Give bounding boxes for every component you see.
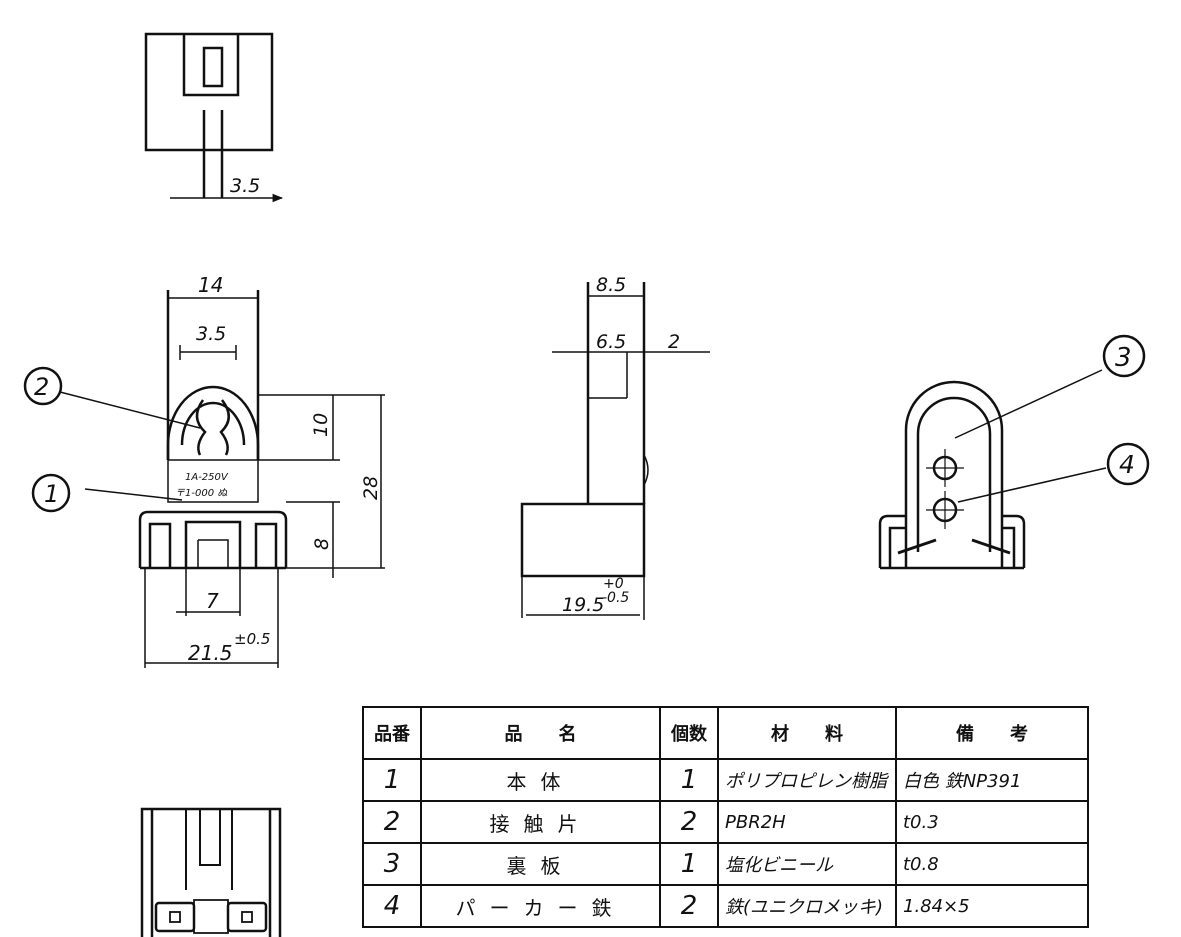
cell-remarks: 白色 鉄NP391: [895, 758, 1089, 802]
dim-side-8-5: 8.5: [596, 274, 626, 296]
balloon-1: 1: [44, 480, 59, 508]
parts-list-table: 品番 品 名 個数 材 料 備 考 1 本体 1 ポリプロピレン樹脂 白色 鉄N…: [362, 706, 1089, 928]
col-header-qty: 個数: [659, 706, 719, 760]
cell-name: 裏板: [420, 842, 661, 886]
cell-name: 接触片: [420, 800, 661, 844]
plate-code: 〒1-000 ぬ: [175, 488, 228, 499]
cell-qty: 1: [659, 758, 719, 802]
cell-remarks: 1.84×5: [895, 884, 1089, 928]
dim-side-6-5: 6.5: [596, 331, 626, 353]
cell-qty: 2: [659, 884, 719, 928]
dim-front-21-5: 21.5: [188, 641, 233, 665]
dim-front-10: 10: [310, 413, 332, 437]
dim-side-19-5: 19.5: [562, 594, 604, 616]
cell-remarks: t0.8: [895, 842, 1089, 886]
cell-material: ポリプロピレン樹脂: [717, 758, 897, 802]
dim-front-7: 7: [206, 589, 219, 613]
balloon-2: 2: [34, 373, 49, 401]
balloon-3: 3: [1115, 343, 1132, 373]
dim-front-3-5: 3.5: [196, 323, 226, 345]
dim-top-3-5: 3.5: [230, 175, 260, 197]
table-row: 1 本体 1 ポリプロピレン樹脂 白色 鉄NP391: [362, 758, 1089, 802]
table-row: 3 裏板 1 塩化ビニール t0.8: [362, 842, 1089, 886]
side-view: [520, 282, 710, 620]
col-header-remarks: 備 考: [895, 706, 1089, 760]
cell-no: 2: [362, 800, 422, 844]
cell-no: 4: [362, 884, 422, 928]
dim-front-8: 8: [311, 538, 333, 550]
top-view: [144, 32, 284, 203]
front-view: [23, 290, 385, 668]
table-row: 4 パーカー鉄 2 鉄(ユニクロメッキ) 1.84×5: [362, 884, 1089, 928]
cell-no: 3: [362, 842, 422, 886]
col-header-no: 品番: [362, 706, 422, 760]
dim-front-28: 28: [360, 476, 382, 500]
col-header-material: 材 料: [717, 706, 897, 760]
cell-no: 1: [362, 758, 422, 802]
cell-material: PBR2H: [717, 800, 897, 844]
balloon-4: 4: [1119, 450, 1135, 479]
cell-remarks: t0.3: [895, 800, 1089, 844]
cell-name: パーカー鉄: [420, 884, 661, 928]
cell-material: 塩化ビニール: [717, 842, 897, 886]
dim-front-tol: ±0.5: [234, 630, 270, 648]
dim-side-2: 2: [668, 331, 680, 353]
dim-side-tol-plus: +0: [603, 576, 624, 592]
cell-material: 鉄(ユニクロメッキ): [717, 884, 897, 928]
table-row: 2 接触片 2 PBR2H t0.3: [362, 800, 1089, 844]
rear-view: [878, 334, 1150, 570]
table-header-row: 品番 品 名 個数 材 料 備 考: [362, 706, 1089, 760]
cell-qty: 2: [659, 800, 719, 844]
plate-rating: 1A-250V: [185, 472, 229, 483]
dim-side-tol-minus: -0.5: [602, 590, 629, 606]
cell-name: 本体: [420, 758, 661, 802]
dim-front-14: 14: [198, 273, 223, 297]
col-header-name: 品 名: [420, 706, 661, 760]
bottom-view: [140, 807, 282, 937]
cell-qty: 1: [659, 842, 719, 886]
